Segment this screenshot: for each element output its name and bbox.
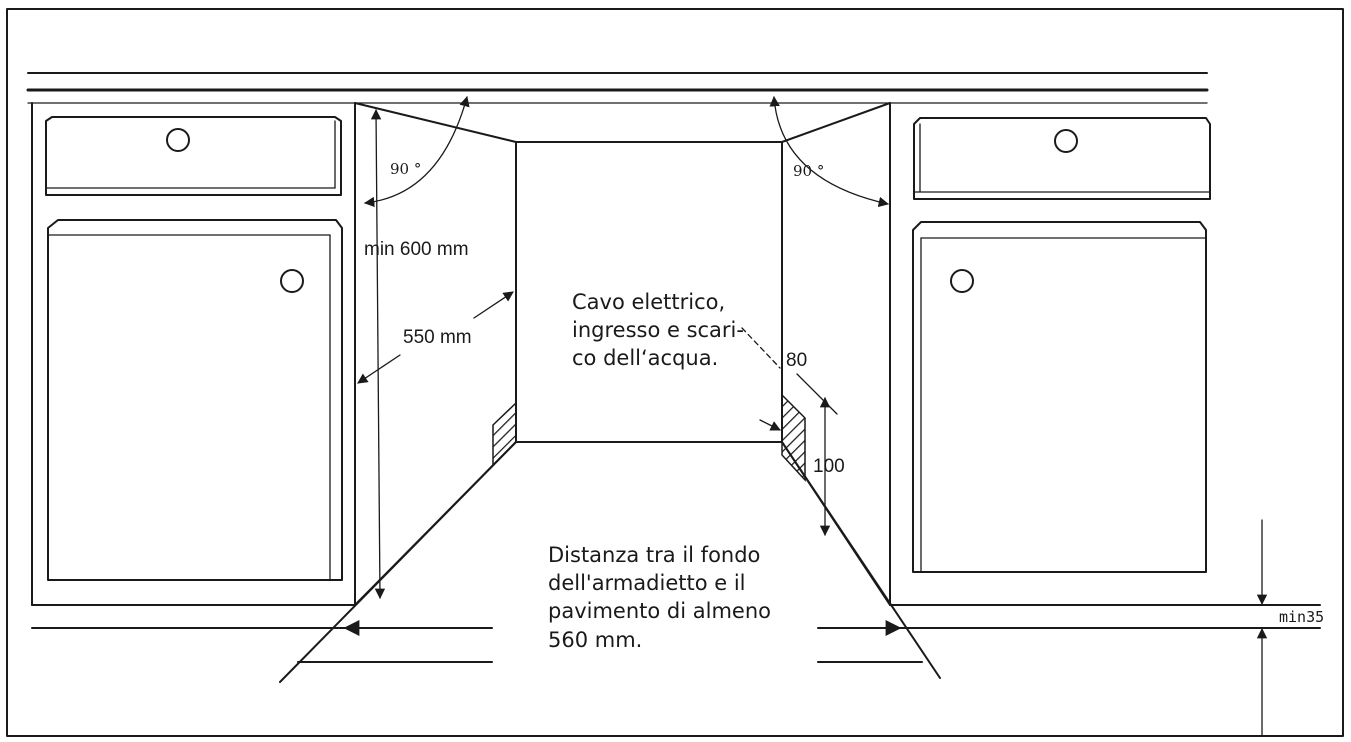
niche: [279, 102, 941, 683]
right-drawer-knob: [1054, 129, 1078, 153]
left-cabinet: [31, 102, 356, 606]
distance-note-line: 560 mm.: [548, 628, 642, 652]
cable-leader: [741, 327, 781, 369]
left-angle-arc: [363, 95, 470, 208]
dim-80-line: [796, 373, 838, 415]
right-drawer: [913, 117, 1211, 200]
distance-note-line: dell'armadietto e il: [548, 571, 746, 595]
distance-note: Distanza tra il fondo dell'armadietto e …: [548, 543, 778, 652]
outer-frame: [6, 8, 1344, 737]
min-gap-label: min35: [1279, 608, 1324, 626]
cable-note-line: ingresso e scari-: [572, 318, 744, 342]
distance-note-line: pavimento di almeno: [548, 599, 771, 623]
cable-note-line: Cavo elettrico,: [572, 290, 725, 314]
depth-dimension-upper: [473, 291, 514, 319]
right-door-knob: [950, 269, 974, 293]
depth-dimension-lower: [357, 354, 401, 384]
niche-back-wall: [515, 141, 783, 443]
left-door-knob: [280, 269, 304, 293]
left-drawer: [45, 116, 342, 196]
hatch-pointer: [759, 419, 781, 431]
left-drawer-knob: [166, 128, 190, 152]
right-door: [912, 221, 1207, 573]
angle-label-right: 90 °: [793, 162, 824, 180]
dim-80-label: 80: [786, 350, 807, 371]
min-height-dimension: [370, 108, 386, 600]
dim-100-label: 100: [813, 456, 845, 477]
left-hatch-zone: [492, 401, 517, 467]
angle-label-left: 90 °: [390, 160, 421, 178]
left-door: [47, 219, 343, 581]
cable-note: Cavo elettrico, ingresso e scari- co del…: [572, 290, 751, 370]
countertop: [26, 72, 1209, 104]
min-height-label: min 600 mm: [364, 239, 469, 260]
right-hatch-zone: [781, 393, 806, 482]
right-cabinet: [889, 102, 1211, 606]
depth-label: 550 mm: [403, 327, 472, 348]
distance-note-line: Distanza tra il fondo: [548, 543, 760, 567]
right-angle-arc: [769, 95, 890, 208]
floor-lines: [31, 604, 1321, 629]
cable-note-line: co dell‘acqua.: [572, 346, 718, 370]
